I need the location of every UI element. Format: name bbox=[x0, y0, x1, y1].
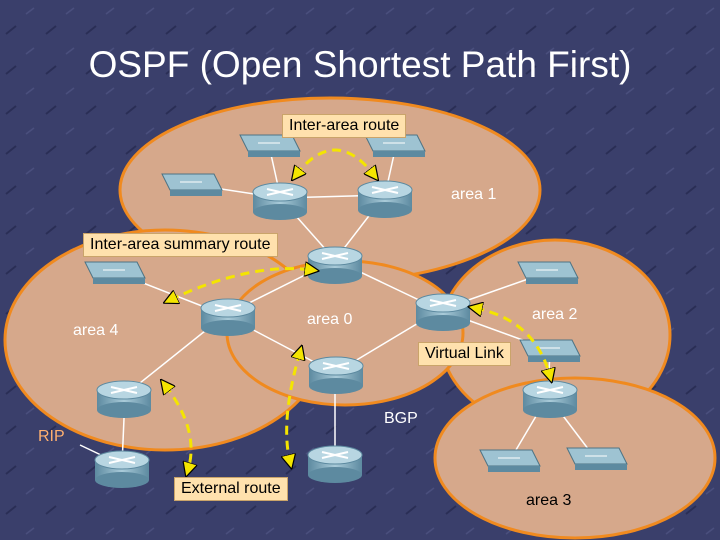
inter-area-route-arrow bbox=[296, 148, 374, 175]
inter-area-summary-route-label: Inter-area summary route bbox=[83, 233, 278, 257]
slide-title: OSPF (Open Shortest Path First) bbox=[88, 44, 632, 85]
router-a1-left bbox=[252, 182, 308, 220]
bgp-label: BGP bbox=[384, 410, 418, 427]
router-area0-bottom bbox=[308, 356, 364, 394]
router-rip-external bbox=[94, 450, 150, 488]
summary-route-arrow bbox=[170, 269, 312, 300]
router-asbr-rip bbox=[96, 380, 152, 418]
router-abr-area3 bbox=[522, 380, 578, 418]
rip-label: RIP bbox=[38, 428, 65, 445]
switch-a3-left bbox=[479, 449, 541, 472]
area-4-label: area 4 bbox=[73, 322, 119, 339]
virtual-link-label: Virtual Link bbox=[418, 342, 511, 366]
switch-a2-top bbox=[517, 261, 579, 284]
switch-a3-right bbox=[566, 447, 628, 470]
router-abr-area1 bbox=[307, 246, 363, 284]
external-route-arrow-right bbox=[287, 352, 300, 462]
area-3-label: area 3 bbox=[526, 492, 572, 509]
switch-a4-top bbox=[84, 261, 146, 284]
router-bgp-external bbox=[307, 445, 363, 483]
router-abr-area4 bbox=[200, 298, 256, 336]
switch-a2-bottom bbox=[519, 339, 581, 362]
switch-a1-left bbox=[161, 173, 223, 196]
area-0-label: area 0 bbox=[307, 311, 353, 328]
area-2-label: area 2 bbox=[532, 306, 578, 323]
virtual-link-arrow bbox=[475, 308, 550, 376]
router-abr-area2 bbox=[415, 293, 471, 331]
area-1-label: area 1 bbox=[451, 186, 497, 203]
switch-a1-top-right bbox=[364, 134, 426, 157]
external-route-arrow-left bbox=[165, 385, 191, 470]
inter-area-route-label: Inter-area route bbox=[282, 114, 407, 138]
external-route-label: External route bbox=[174, 477, 288, 501]
router-a1-right bbox=[357, 180, 413, 218]
switch-a1-top-left bbox=[239, 134, 301, 157]
